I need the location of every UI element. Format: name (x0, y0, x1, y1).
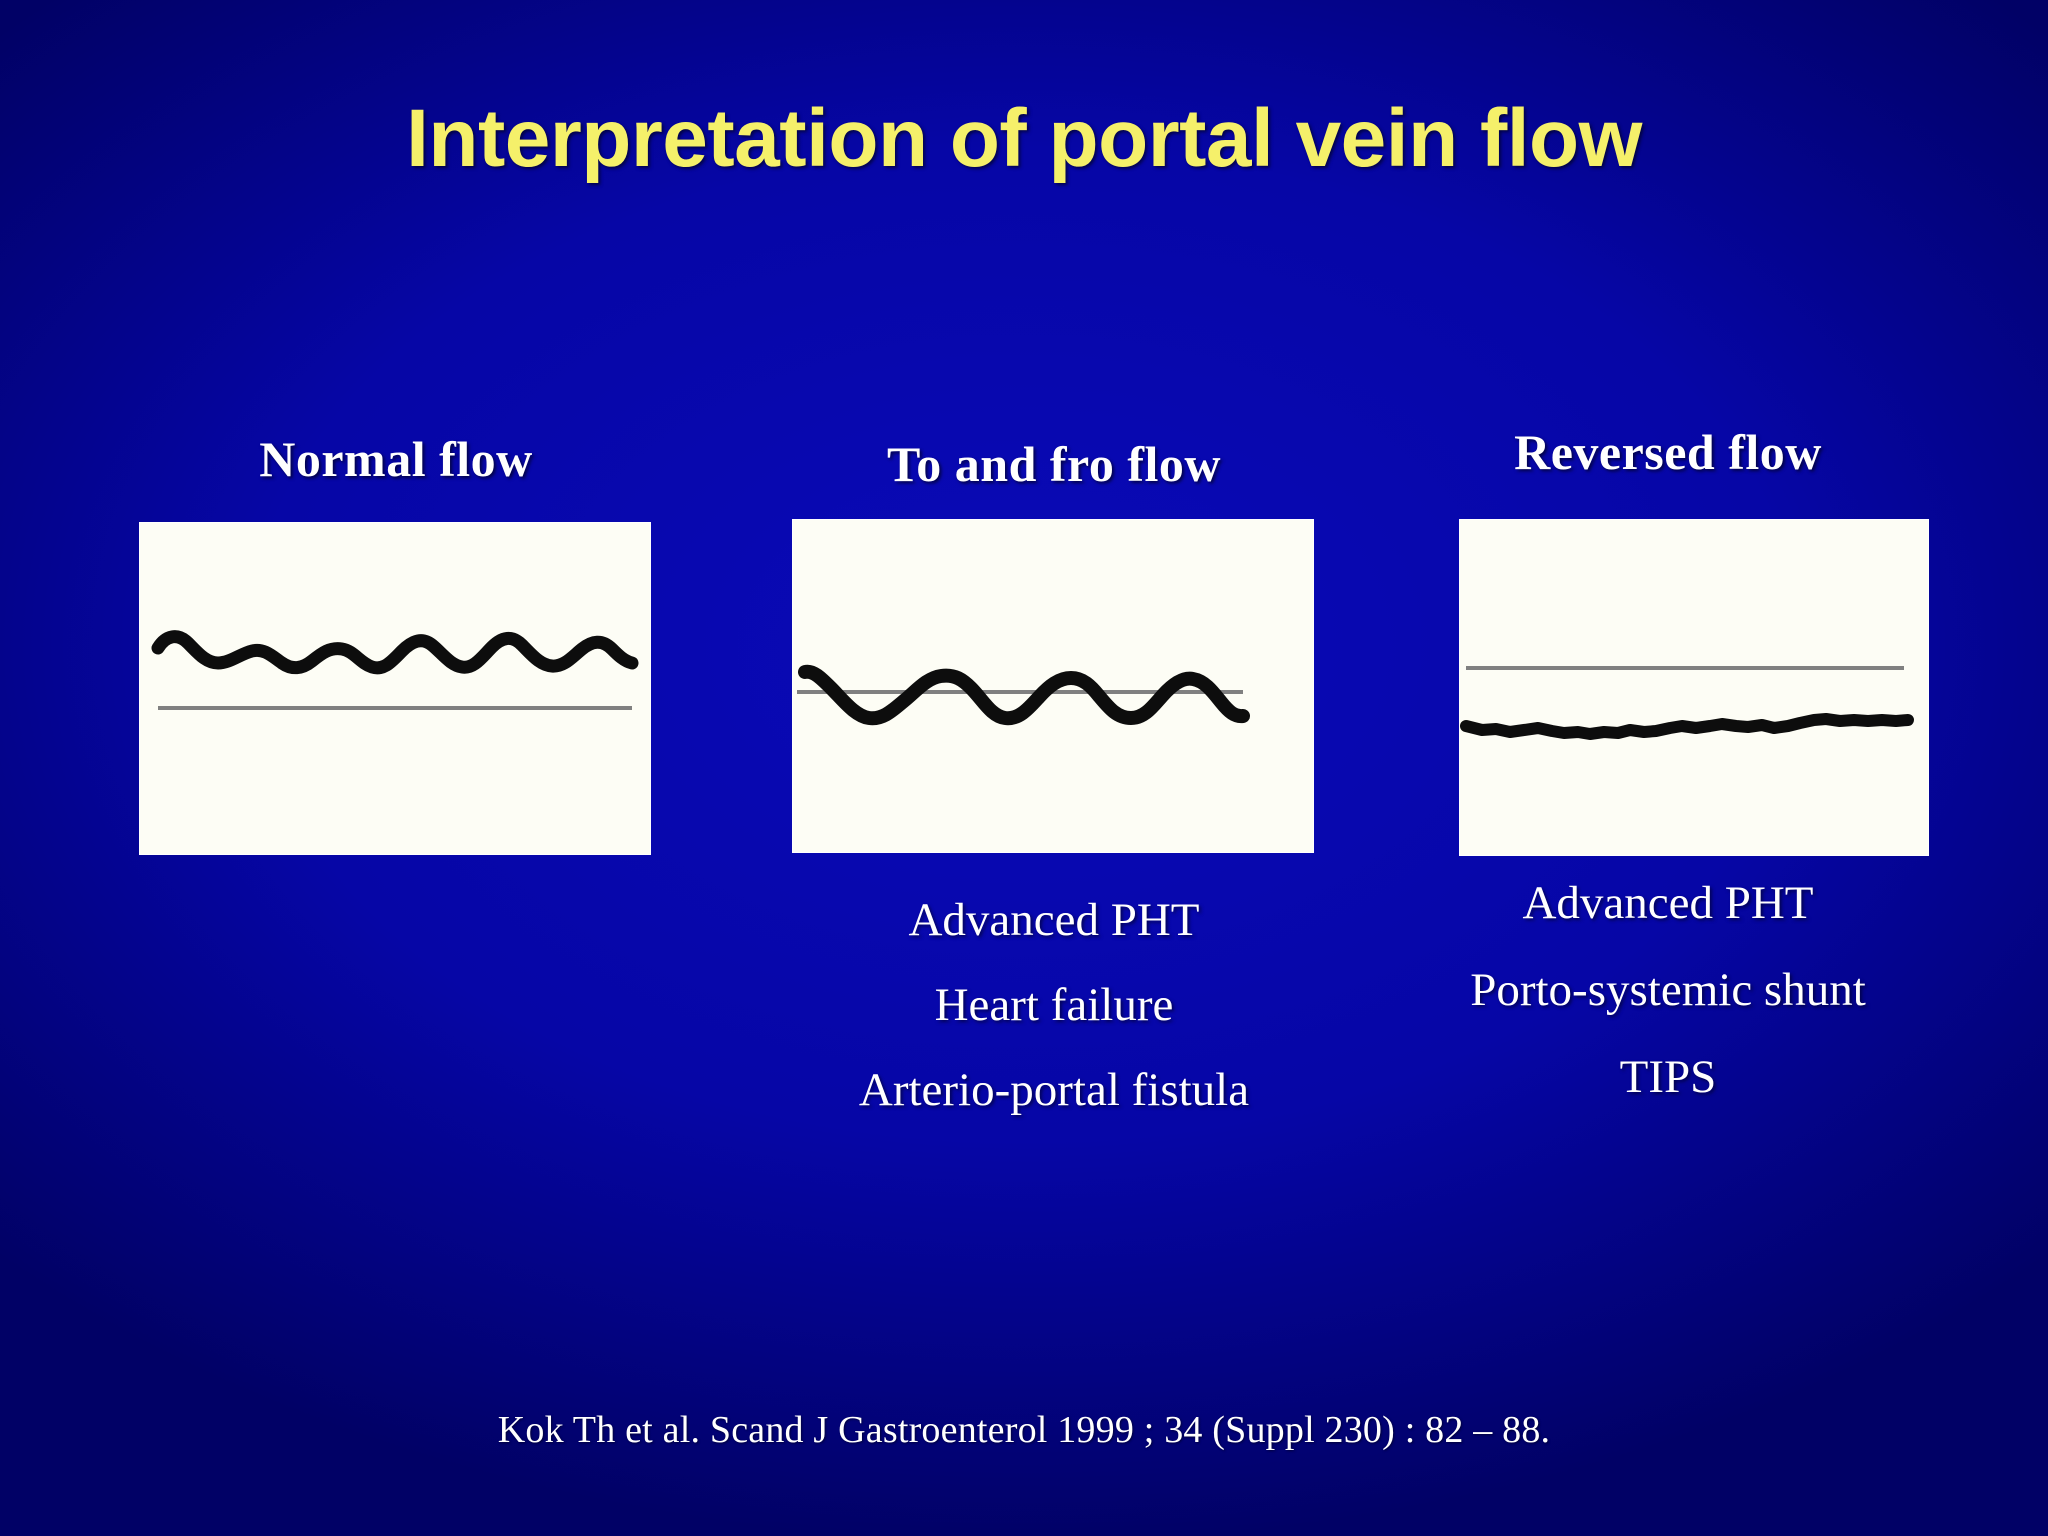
source-citation: Kok Th et al. Scand J Gastroenterol 1999… (497, 1409, 1551, 1451)
waveform-panel-reversed-flow (1460, 520, 1928, 855)
captions-to-and-fro: Advanced PHT Heart failure Arterio-porta… (793, 897, 1315, 1152)
caption-item: Heart failure (934, 979, 1174, 1031)
flow-trace-reversed (1460, 713, 1914, 740)
caption-item: Porto-systemic shunt (1470, 964, 1866, 1016)
column-header-normal-flow: Normal flow (259, 431, 533, 487)
waveform-panel-normal-flow (140, 523, 650, 854)
flow-trace-normal (151, 630, 639, 675)
captions-reversed: Advanced PHT Porto-systemic shunt TIPS (1406, 880, 1930, 1141)
caption-item: Advanced PHT (908, 894, 1200, 946)
waveform-panel-to-and-fro-flow (793, 520, 1313, 852)
waveform-normal-flow-graphic (151, 630, 639, 710)
waveform-to-and-fro-graphic (797, 664, 1250, 726)
flow-trace-to-and-fro (798, 664, 1250, 726)
column-header-to-and-fro-flow: To and fro flow (887, 436, 1221, 492)
caption-item: TIPS (1619, 1051, 1717, 1103)
slide-title: Interpretation of portal vein flow (406, 93, 1642, 184)
caption-item: Arterio-portal fistula (858, 1064, 1250, 1116)
waveform-reversed-graphic (1460, 666, 1914, 740)
caption-item: Advanced PHT (1522, 877, 1814, 929)
column-header-reversed-flow: Reversed flow (1514, 424, 1822, 480)
